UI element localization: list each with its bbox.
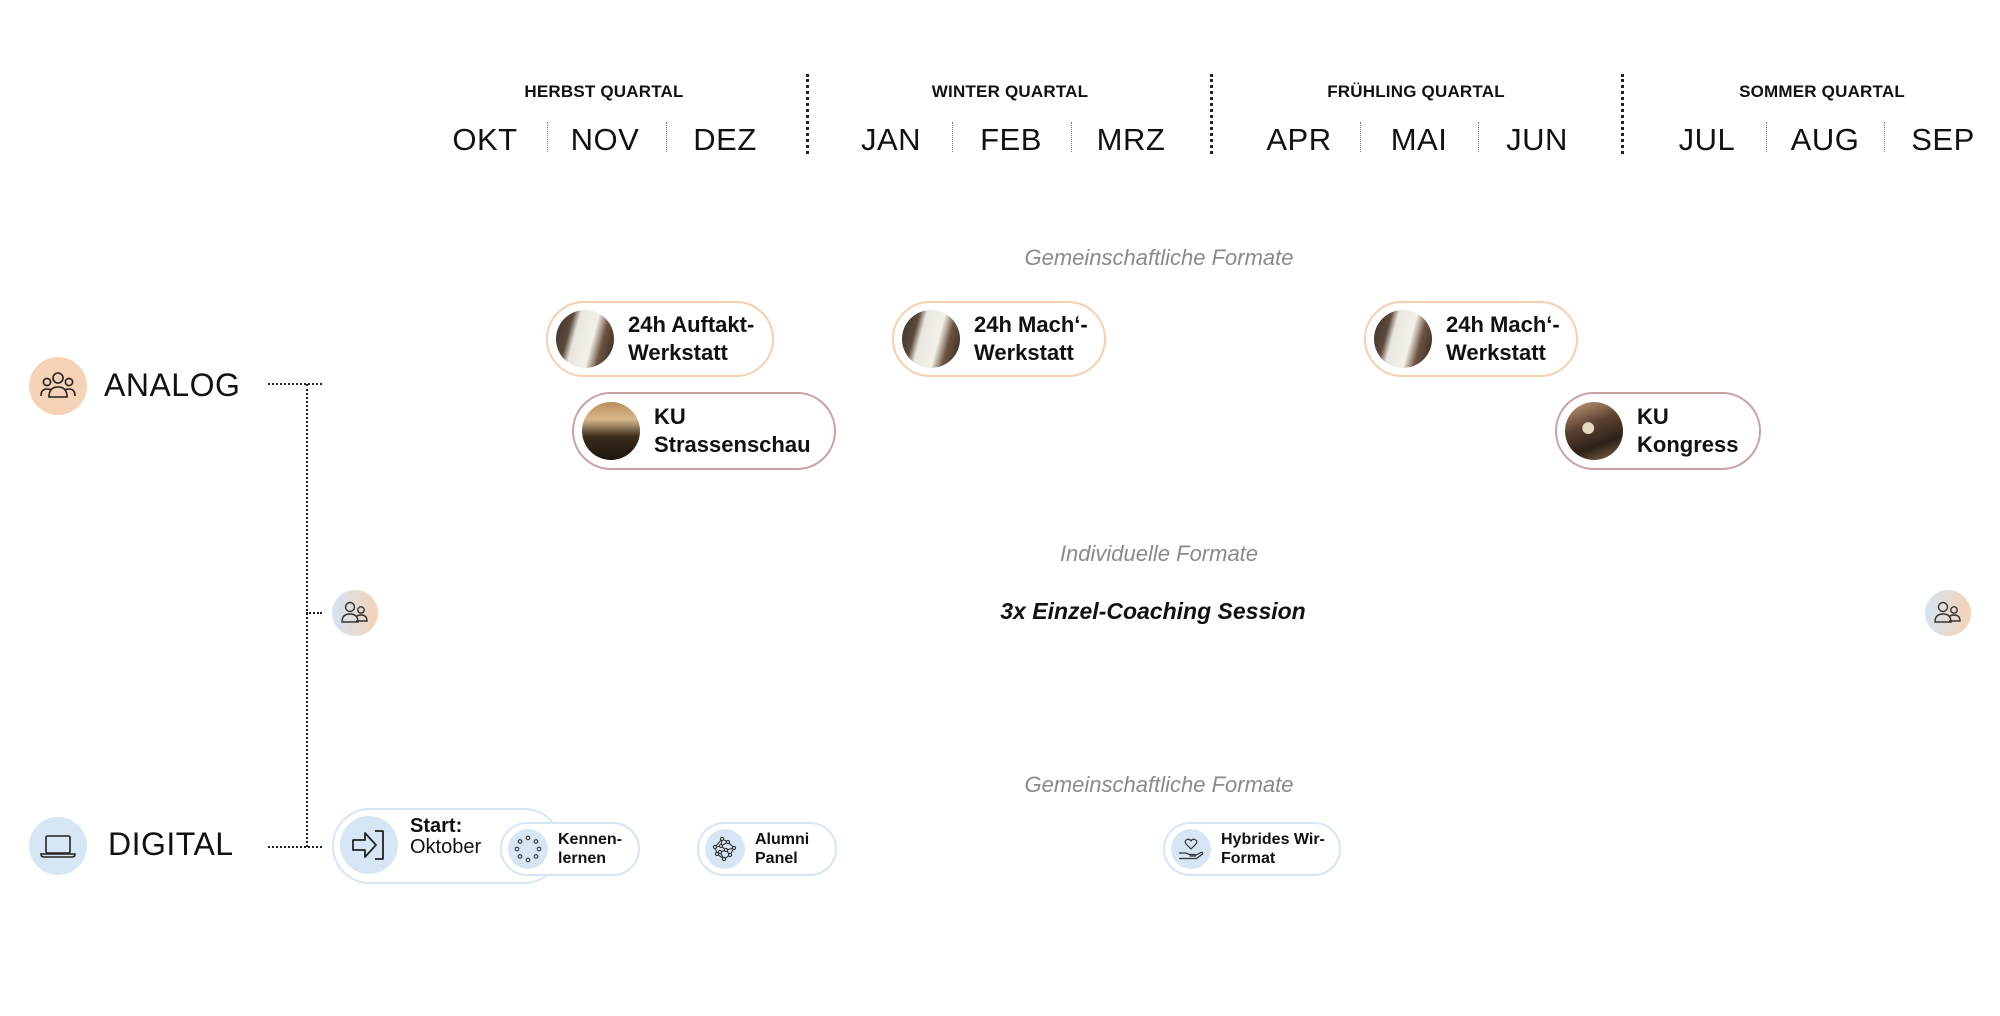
- digital-start-icon: [340, 816, 398, 874]
- event-title-line2: Format: [1221, 850, 1276, 867]
- event-24h-auftakt-werkstatt[interactable]: 24h Auftakt- Werkstatt: [546, 301, 774, 377]
- event-24h-mach-werkstatt-feb[interactable]: 24h Mach‘- Werkstatt: [892, 301, 1106, 377]
- people-icon: [1934, 601, 1961, 623]
- month-divider: [1071, 122, 1072, 152]
- enter-arrow-icon: [352, 830, 384, 860]
- event-title-line2: Panel: [755, 850, 798, 867]
- digital-start-title: Start:: [410, 815, 463, 837]
- month-label: APR: [1266, 122, 1332, 157]
- month-divider: [666, 122, 667, 152]
- coaching-start-marker: [332, 590, 378, 636]
- quarter-divider: [1210, 74, 1213, 154]
- individual-coaching-label: 3x Einzel-Coaching Session: [1000, 598, 1306, 624]
- circle-dots-icon: [514, 835, 542, 863]
- digital-connector: [268, 846, 322, 848]
- event-title: Hybrides Wir- Format: [1221, 830, 1325, 868]
- event-title-line1: 24h Mach‘-: [974, 312, 1088, 337]
- month-label: JAN: [860, 122, 922, 157]
- section-label-analog-shared: Gemeinschaftliche Formate: [1024, 245, 1294, 270]
- event-title-line1: Hybrides Wir-: [1221, 831, 1325, 848]
- event-hybrides-wir-format[interactable]: Hybrides Wir- Format: [1163, 822, 1341, 876]
- event-title: 24h Mach‘- Werkstatt: [974, 311, 1088, 367]
- month-label: FEB: [980, 122, 1042, 157]
- event-title-line2: Strassenschau: [654, 432, 811, 457]
- group-icon: [40, 372, 76, 398]
- event-title-line1: Alumni: [755, 831, 810, 848]
- event-title-line1: 24h Mach‘-: [1446, 312, 1560, 337]
- digital-channel-icon: [29, 817, 87, 875]
- month-label: DEZ: [693, 122, 757, 157]
- event-photo: [1565, 402, 1623, 460]
- month-label: MAI: [1390, 122, 1448, 157]
- analog-connector: [268, 383, 322, 385]
- analog-channel-icon: [29, 357, 87, 415]
- section-label-individual: Individuelle Formate: [1059, 541, 1259, 566]
- month-label: AUG: [1790, 122, 1860, 157]
- event-icon: [705, 829, 745, 869]
- event-alumni-panel[interactable]: Alumni Panel: [697, 822, 837, 876]
- quarter-title-winter: WINTER QUARTAL: [931, 82, 1089, 101]
- event-title-line1: KU: [654, 404, 686, 429]
- event-photo: [1374, 310, 1432, 368]
- event-title-line1: Kennen-: [558, 831, 622, 848]
- event-title-line2: Kongress: [1637, 432, 1739, 457]
- event-icon: [1171, 829, 1211, 869]
- month-divider: [1478, 122, 1479, 152]
- event-title-line2: Werkstatt: [628, 340, 728, 365]
- event-title: KU Strassenschau: [654, 403, 811, 459]
- event-title: 24h Mach‘- Werkstatt: [1446, 311, 1560, 367]
- month-label: JUN: [1506, 122, 1568, 157]
- quarter-title-fruehling: FRÜHLING QUARTAL: [1327, 82, 1505, 101]
- quarter-divider: [1621, 74, 1624, 154]
- event-title: KU Kongress: [1637, 403, 1738, 459]
- month-divider: [1766, 122, 1767, 152]
- event-ku-strassenschau[interactable]: KU Strassenschau: [572, 392, 836, 470]
- month-label: NOV: [570, 122, 640, 157]
- month-divider: [1360, 122, 1361, 152]
- event-title-line1: 24h Auftakt-: [628, 312, 755, 337]
- event-title: Kennen- lernen: [558, 830, 622, 868]
- month-label: OKT: [452, 122, 518, 157]
- month-divider: [547, 122, 548, 152]
- event-title-line2: Werkstatt: [1446, 340, 1546, 365]
- event-24h-mach-werkstatt-mai[interactable]: 24h Mach‘- Werkstatt: [1364, 301, 1578, 377]
- event-title: 24h Auftakt- Werkstatt: [628, 311, 754, 367]
- channel-bracket: [306, 384, 308, 847]
- event-icon: [508, 829, 548, 869]
- quarter-title-herbst: HERBST QUARTAL: [524, 82, 684, 101]
- digital-channel-label: DIGITAL: [108, 826, 234, 862]
- people-icon: [341, 601, 368, 623]
- event-title-line1: KU: [1637, 404, 1669, 429]
- section-label-digital-shared: Gemeinschaftliche Formate: [1024, 772, 1294, 797]
- analog-channel-label: ANALOG: [104, 367, 241, 403]
- network-icon: [712, 836, 737, 862]
- event-kennenlernen[interactable]: Kennen- lernen: [500, 822, 640, 876]
- coaching-end-marker: [1925, 590, 1971, 636]
- month-label: MRZ: [1096, 122, 1166, 157]
- event-ku-kongress[interactable]: KU Kongress: [1555, 392, 1761, 470]
- event-photo: [556, 310, 614, 368]
- event-title-line2: Werkstatt: [974, 340, 1074, 365]
- individual-connector: [306, 612, 322, 614]
- quarter-title-sommer: SOMMER QUARTAL: [1739, 82, 1905, 101]
- event-title-line2: lernen: [558, 850, 607, 867]
- month-divider: [1884, 122, 1885, 152]
- laptop-icon: [40, 835, 76, 858]
- month-label: SEP: [1911, 122, 1975, 157]
- quarter-divider: [806, 74, 809, 154]
- event-photo: [582, 402, 640, 460]
- hand-heart-icon: [1179, 838, 1204, 860]
- event-photo: [902, 310, 960, 368]
- event-title: Alumni Panel: [755, 830, 809, 868]
- month-label: JUL: [1678, 122, 1736, 157]
- digital-start-subtitle: Oktober: [410, 836, 482, 858]
- month-divider: [952, 122, 953, 152]
